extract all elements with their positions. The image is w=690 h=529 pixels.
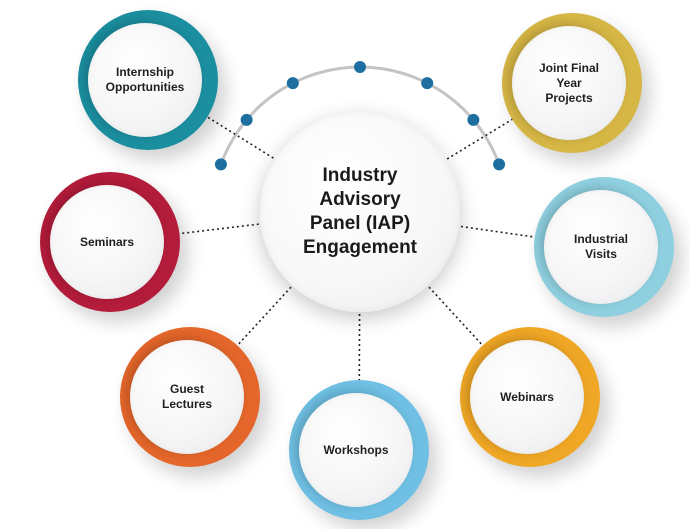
center-title: Industry Advisory Panel (IAP) Engagement (302, 165, 418, 258)
connector-line (205, 115, 274, 159)
connector-line (177, 223, 259, 235)
connector-line (235, 286, 292, 348)
node-joint-final-year-projects: Joint Final Year Projects (502, 13, 642, 153)
connector-line (428, 286, 485, 348)
node-label: Internship Opportunities (105, 65, 185, 94)
connector-line (460, 225, 537, 239)
arc-dot (421, 77, 434, 90)
arc-dot (286, 77, 299, 90)
arc-dot (493, 158, 506, 171)
node-label: Seminars (79, 234, 135, 249)
center-hub: Industry Advisory Panel (IAP) Engagement (260, 112, 460, 312)
node-label: Webinars (500, 389, 554, 404)
node-label: Industrial Visits (573, 232, 628, 261)
node-workshops: Workshops (289, 380, 429, 520)
node-seminars: Seminars (40, 172, 180, 312)
arc-dot (240, 113, 253, 126)
node-internship-opportunities: Internship Opportunities (78, 10, 218, 150)
node-webinars: Webinars (460, 327, 600, 467)
node-guest-lectures: Guest Lectures (120, 327, 260, 467)
arc-dot (214, 158, 227, 171)
node-industrial-visits: Industrial Visits (534, 177, 674, 317)
arc-dot (354, 61, 366, 73)
arc-dot (467, 113, 480, 126)
node-label: Joint Final Year Projects (539, 60, 599, 105)
node-label: Guest Lectures (161, 382, 213, 411)
node-label: Workshops (323, 442, 389, 457)
connector-line (446, 117, 515, 160)
